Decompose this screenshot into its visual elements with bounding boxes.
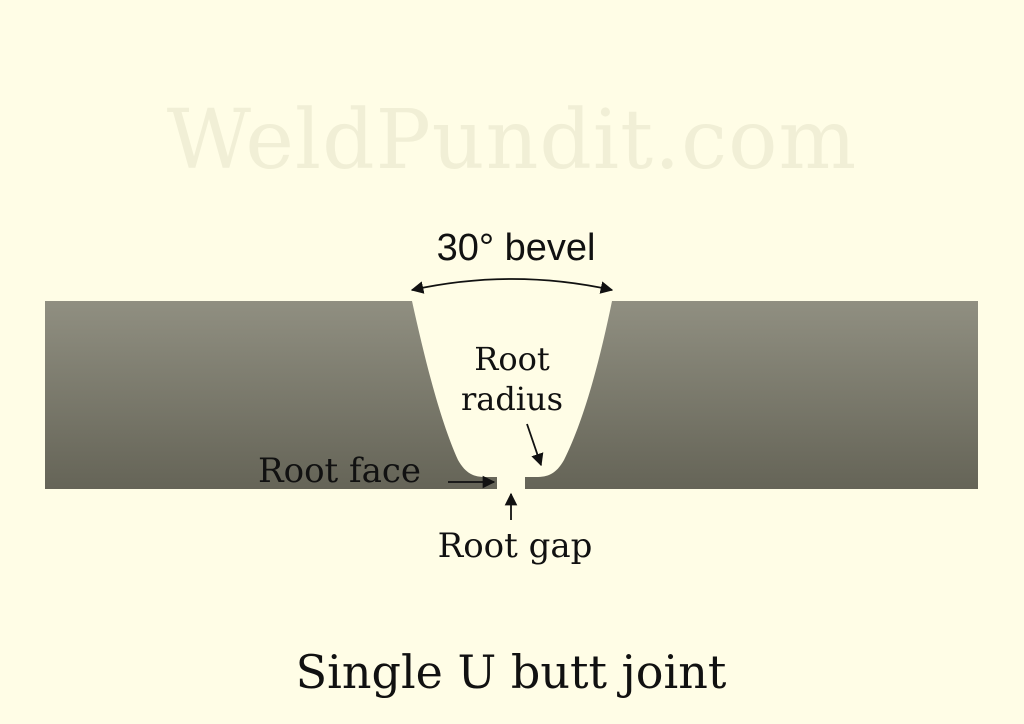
diagram-title: Single U butt joint (296, 645, 727, 699)
root-radius-arrow (526, 423, 544, 467)
right-plate (525, 301, 978, 489)
bevel-label: 30° bevel (437, 227, 596, 269)
watermark-text: WeldPundit.com (167, 93, 857, 188)
left-plate (45, 301, 497, 489)
bevel-arc-arrow (410, 278, 614, 294)
root-radius-label-line1: Root (474, 340, 550, 378)
root-gap-label: Root gap (438, 526, 593, 566)
root-radius-label-line2: radius (461, 380, 563, 418)
root-face-label: Root face (258, 451, 421, 491)
